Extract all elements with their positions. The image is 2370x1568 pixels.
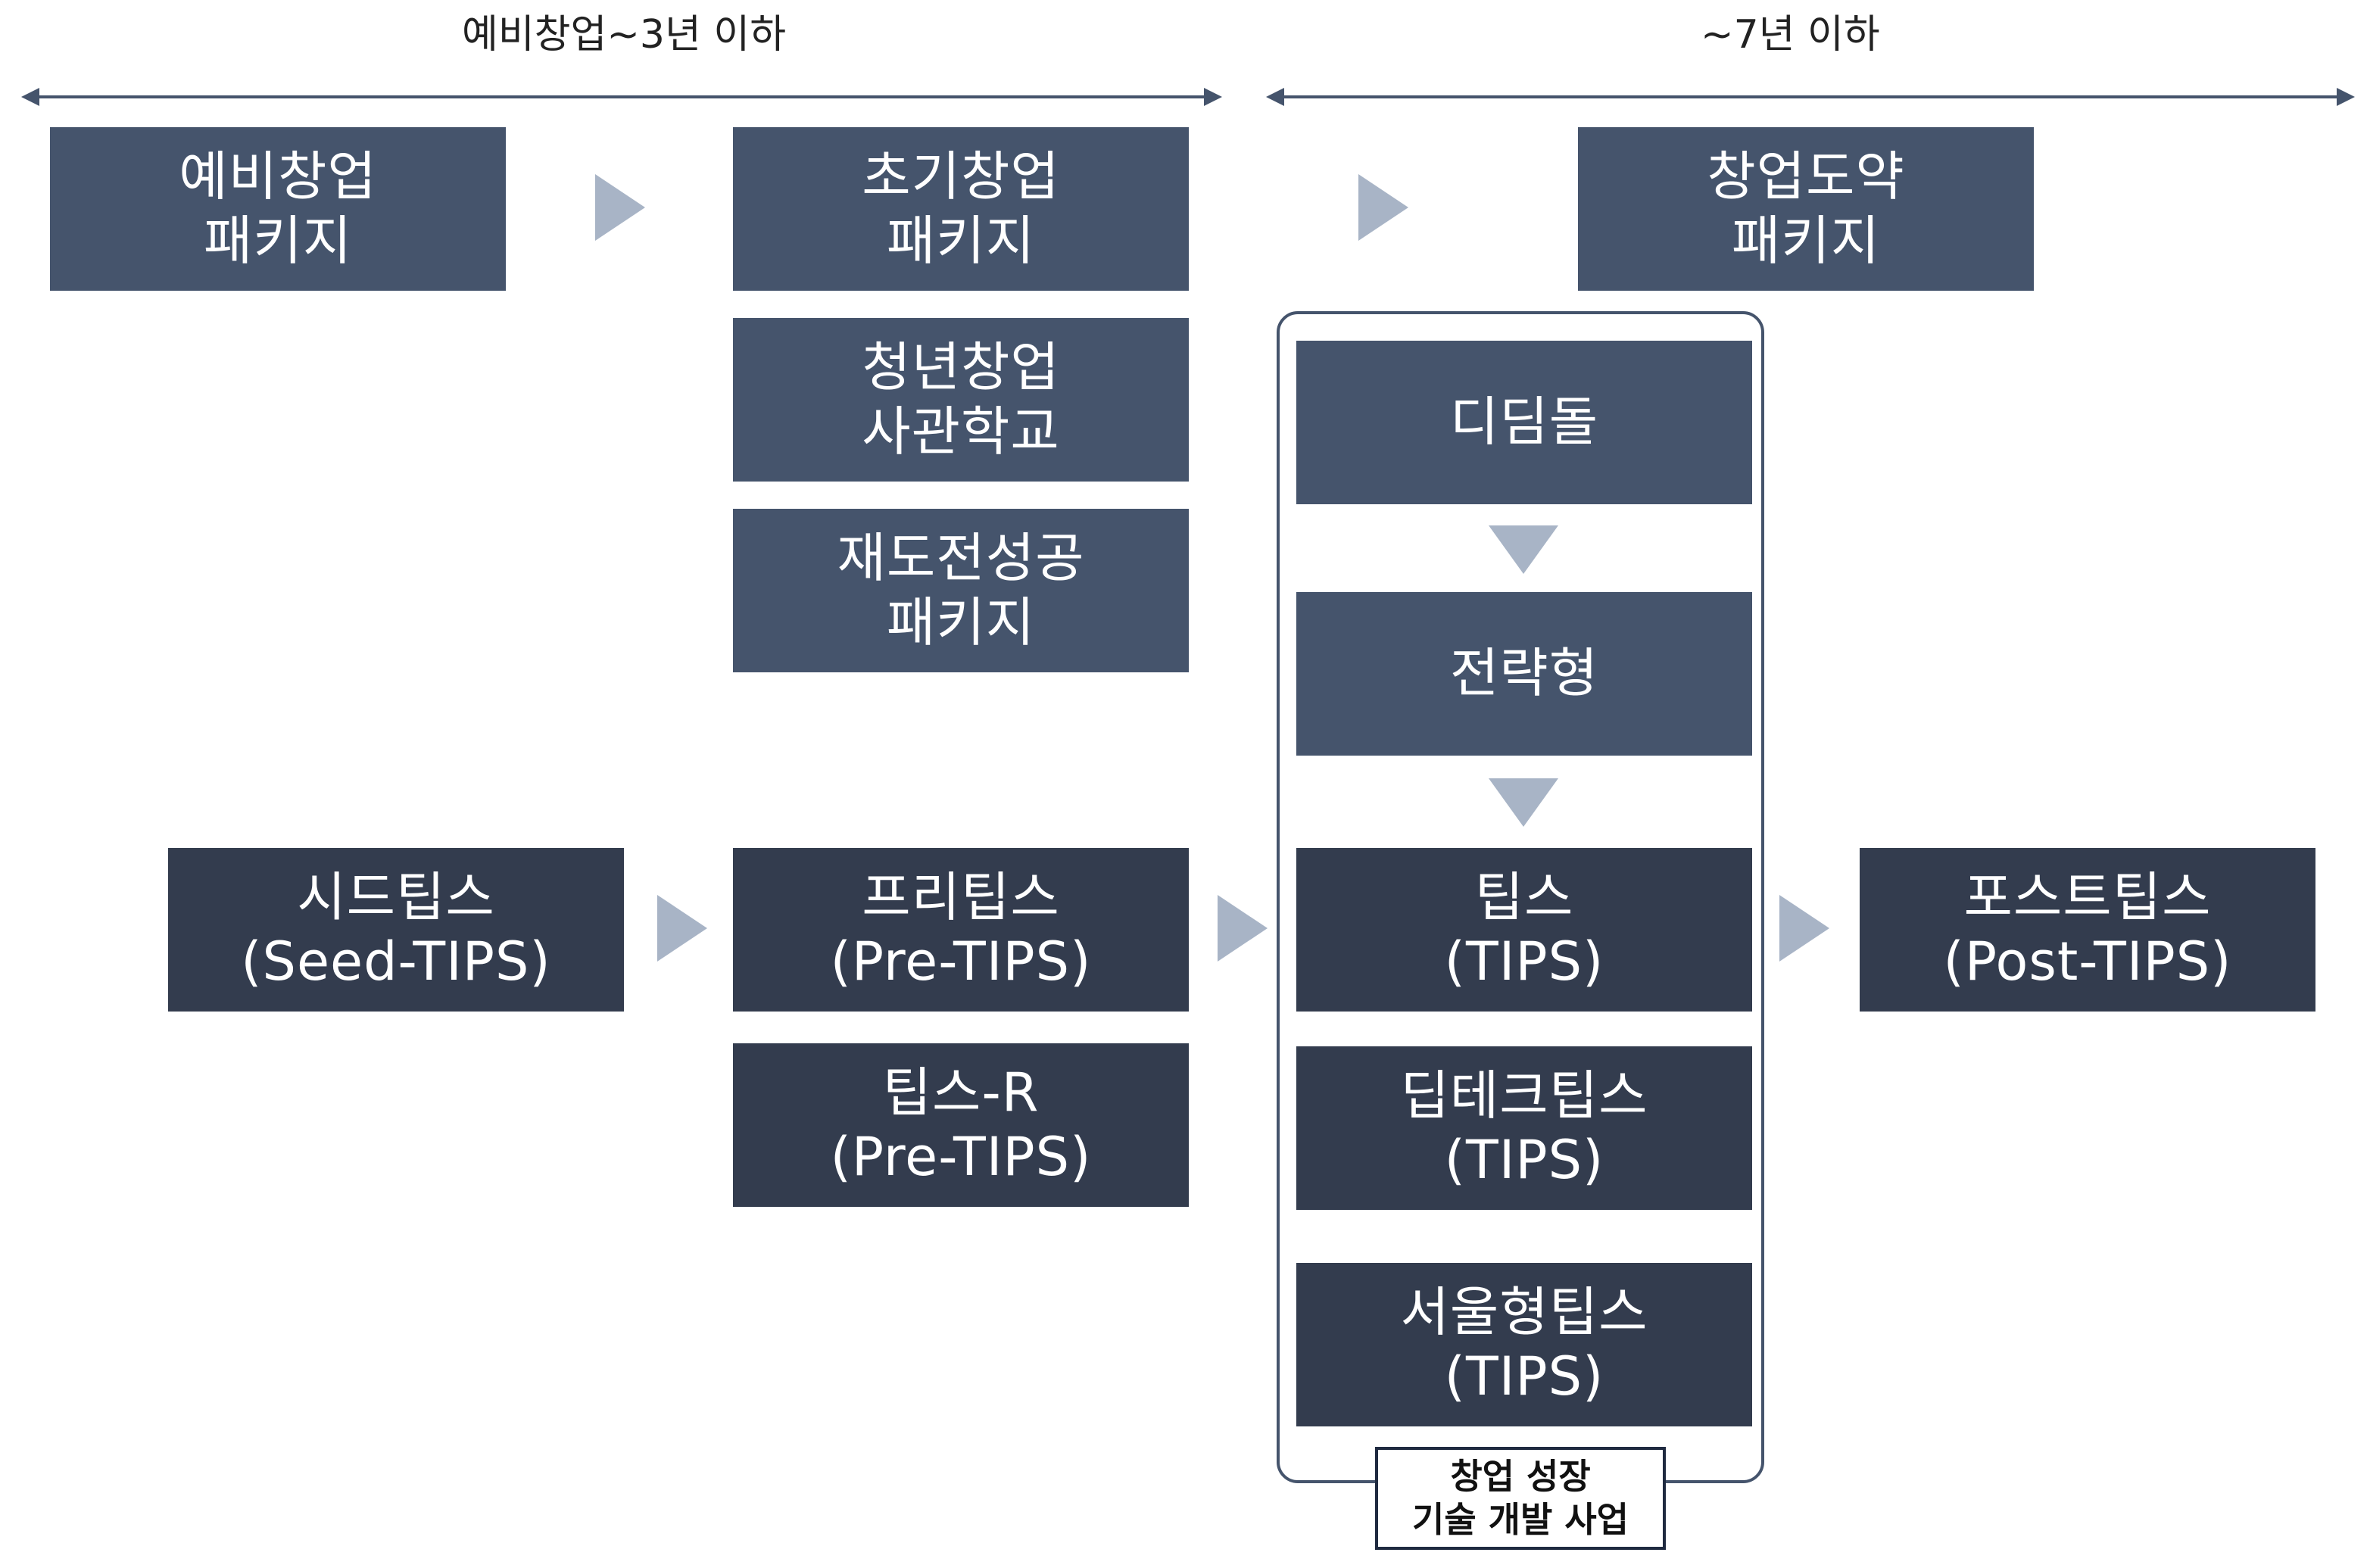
box-cheongnyeon-academy: 청년창업 사관학교 — [733, 318, 1189, 482]
box-chogi-package: 초기창업 패키지 — [733, 127, 1189, 291]
box-deeptech-line2: (TIPS) — [1444, 1129, 1604, 1191]
arrow-yebi-to-chogi-icon — [595, 174, 645, 241]
group-caption-line1: 창업 성장 — [1450, 1455, 1591, 1497]
arrow-seedtips-to-pretips-icon — [657, 895, 707, 962]
box-pretips-line2: (Pre-TIPS) — [830, 931, 1092, 993]
arrow-tips-to-posttips-icon — [1779, 895, 1829, 962]
box-pre-tips: 프리팁스 (Pre-TIPS) — [733, 848, 1189, 1012]
arrow-didimdol-to-jeollyak-icon — [1489, 525, 1558, 574]
box-doyak-package: 창업도약 패키지 — [1578, 127, 2034, 291]
box-deeptech-tips: 딥테크팁스 (TIPS) — [1296, 1046, 1752, 1210]
phase-label-early: 예비창업~3년 이하 — [462, 12, 787, 58]
timeline-late-arrow-icon — [1266, 88, 2355, 106]
arrow-chogi-to-doyak-icon — [1358, 174, 1408, 241]
box-posttips-line1: 포스트팁스 — [1963, 865, 2212, 928]
box-jaedojeon-line1: 재도전성공 — [837, 526, 1085, 589]
box-tips-r: 팁스-R (Pre-TIPS) — [733, 1043, 1189, 1207]
box-seoul-line2: (TIPS) — [1444, 1345, 1604, 1407]
box-chogi-line2: 패키지 — [886, 210, 1036, 272]
box-posttips-line2: (Post-TIPS) — [1943, 931, 2232, 993]
box-cheongnyeon-line2: 사관학교 — [862, 401, 1060, 463]
box-doyak-line2: 패키지 — [1731, 210, 1881, 272]
box-tips: 팁스 (TIPS) — [1296, 848, 1752, 1012]
arrow-pretips-to-tips-icon — [1218, 895, 1268, 962]
phase-label-late: ~7년 이하 — [1701, 12, 1880, 58]
box-tips-line1: 팁스 — [1474, 865, 1574, 928]
box-jeollyak: 전략형 — [1296, 592, 1752, 756]
box-seedtips-line1: 시드팁스 — [297, 865, 495, 928]
box-yebi-line1: 예비창업 — [179, 145, 377, 207]
group-caption-line2: 기술 개발 사업 — [1412, 1499, 1629, 1540]
box-jeollyak-line1: 전략형 — [1449, 642, 1599, 705]
box-seedtips-line2: (Seed-TIPS) — [241, 931, 551, 993]
box-yebi-line2: 패키지 — [203, 210, 353, 272]
box-didimdol-line1: 디딤돌 — [1449, 391, 1599, 454]
box-didimdol: 디딤돌 — [1296, 341, 1752, 504]
box-doyak-line1: 창업도약 — [1707, 145, 1905, 207]
box-jaedojeon-package: 재도전성공 패키지 — [733, 509, 1189, 672]
box-tips-line2: (TIPS) — [1444, 931, 1604, 993]
box-cheongnyeon-line1: 청년창업 — [862, 335, 1060, 398]
box-tipsr-line1: 팁스-R — [882, 1061, 1040, 1124]
box-tipsr-line2: (Pre-TIPS) — [830, 1126, 1092, 1188]
box-deeptech-line1: 딥테크팁스 — [1400, 1064, 1648, 1127]
timeline-early-arrow-icon — [21, 88, 1222, 106]
box-post-tips: 포스트팁스 (Post-TIPS) — [1860, 848, 2315, 1012]
box-pretips-line1: 프리팁스 — [862, 865, 1060, 928]
box-seoul-line1: 서울형팁스 — [1400, 1280, 1648, 1343]
box-yebi-package: 예비창업 패키지 — [50, 127, 506, 291]
box-seoul-tips: 서울형팁스 (TIPS) — [1296, 1263, 1752, 1426]
box-chogi-line1: 초기창업 — [862, 145, 1060, 207]
box-jaedojeon-line2: 패키지 — [886, 591, 1036, 653]
tech-development-group-caption: 창업 성장 기술 개발 사업 — [1375, 1447, 1666, 1550]
box-seed-tips: 시드팁스 (Seed-TIPS) — [168, 848, 624, 1012]
arrow-jeollyak-to-tips-icon — [1489, 778, 1558, 827]
